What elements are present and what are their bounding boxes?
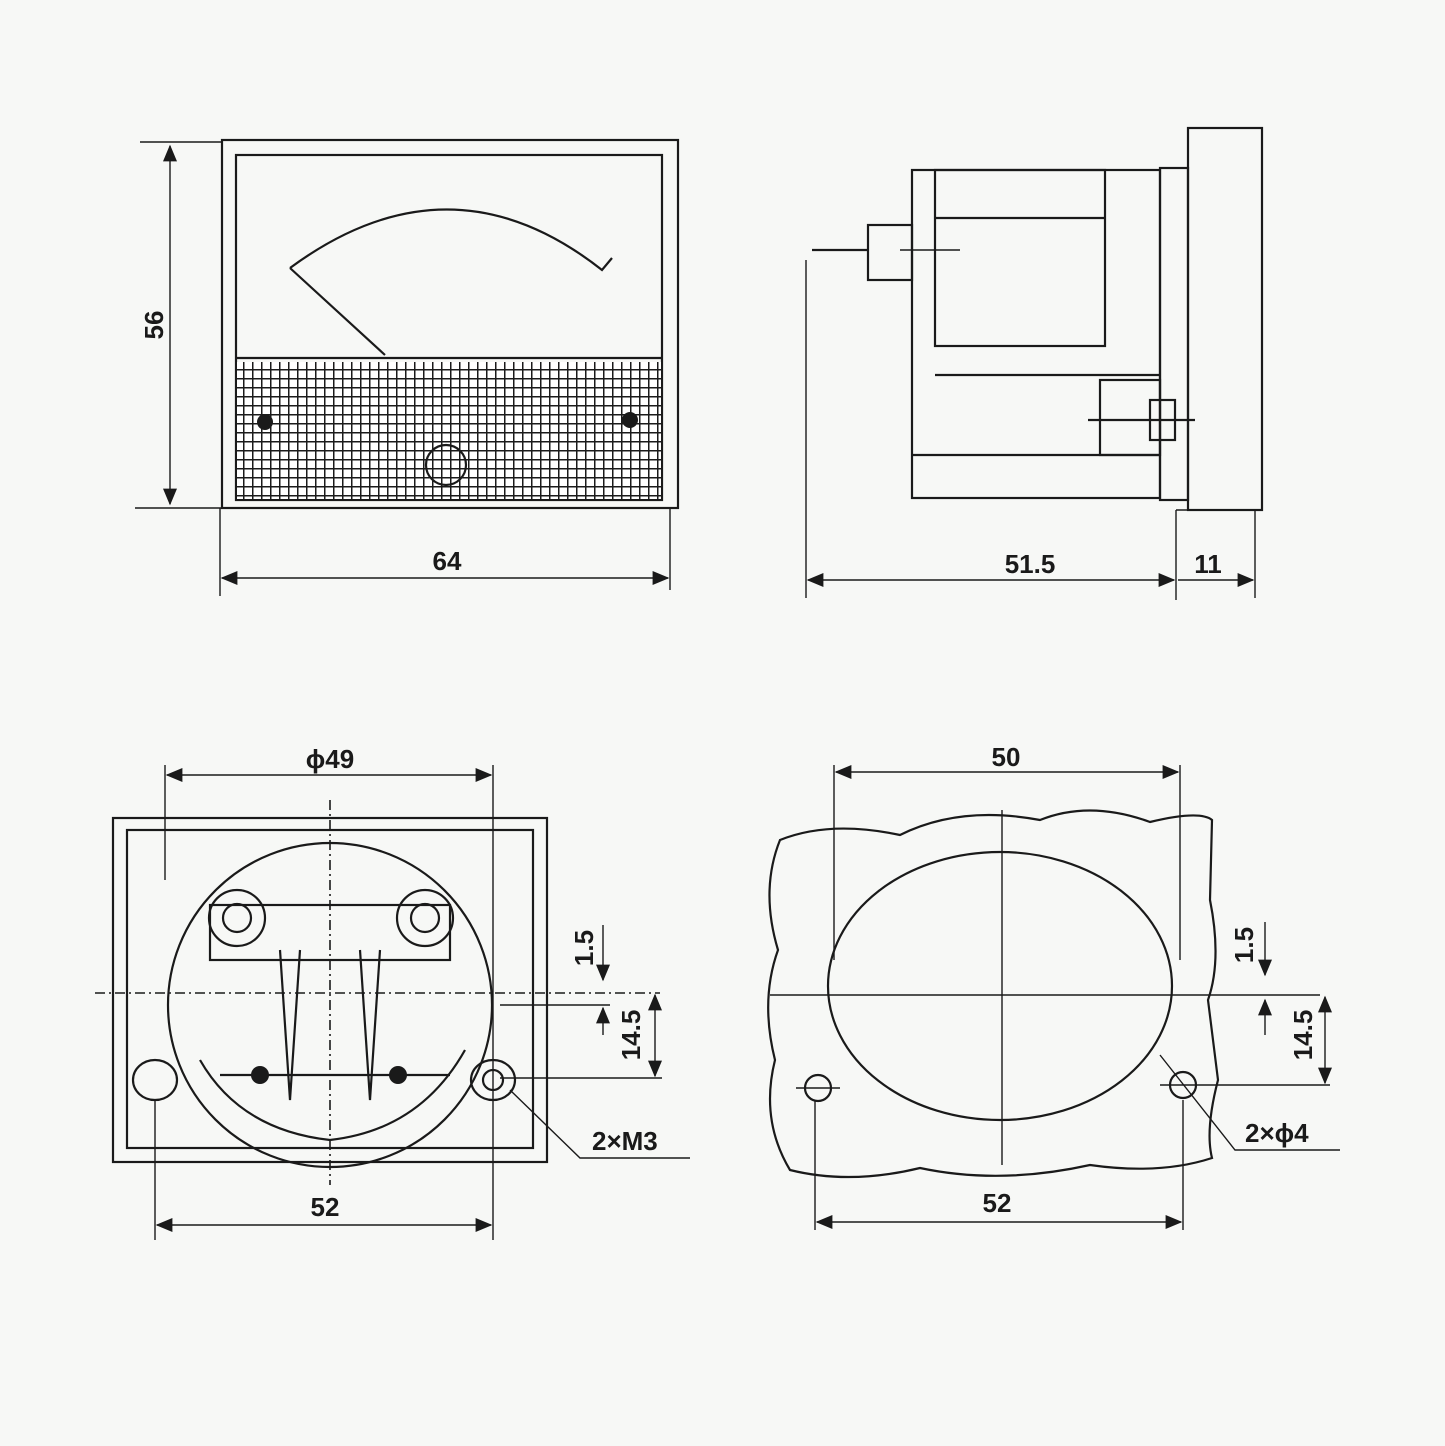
rear-view: ϕ49 52 1.5 14.5 2×M3 [95,744,690,1240]
panel-dimension: 11 [1194,549,1222,579]
scale-arc [289,208,613,272]
diameter-dimension: ϕ49 [306,744,354,774]
offset-dimension: 1.5 [569,930,599,966]
hole-callout: 2×ϕ4 [1245,1118,1309,1148]
terminal-icon [207,888,267,948]
width-dimension: 64 [433,546,462,576]
cutout-hole-offset-dimension: 14.5 [1288,1010,1318,1061]
hole-spacing-dimension: 52 [311,1192,340,1222]
cutout-offset-dimension: 1.5 [1229,927,1259,963]
terminal-icon [866,223,914,282]
mounting-hole-icon [131,1058,179,1102]
meter-body [910,168,1162,500]
meter-grille [237,362,661,499]
hole-offset-dimension: 14.5 [616,1010,646,1061]
terminal-icon [395,888,455,948]
front-view: 56 64 [135,138,680,596]
front-plate [1186,126,1264,512]
screw-icon [622,412,638,428]
needle [289,267,386,356]
meter-window [234,153,664,502]
zero-adjust-icon [424,443,468,487]
meter-frame [220,138,680,510]
screw-icon [257,414,273,430]
side-view: 51.5 11 [805,126,1264,600]
cutout-width-dimension: 50 [992,742,1021,772]
height-dimension: 56 [139,311,169,340]
panel-cutout-view: 50 52 1.5 14.5 2×ϕ4 [767,742,1340,1230]
cutout-hole-spacing-dimension: 52 [983,1188,1012,1218]
screw-callout: 2×M3 [592,1126,658,1156]
cutout-circle [826,850,1174,1122]
depth-dimension: 51.5 [1005,549,1056,579]
panel-outline [767,809,1220,1179]
